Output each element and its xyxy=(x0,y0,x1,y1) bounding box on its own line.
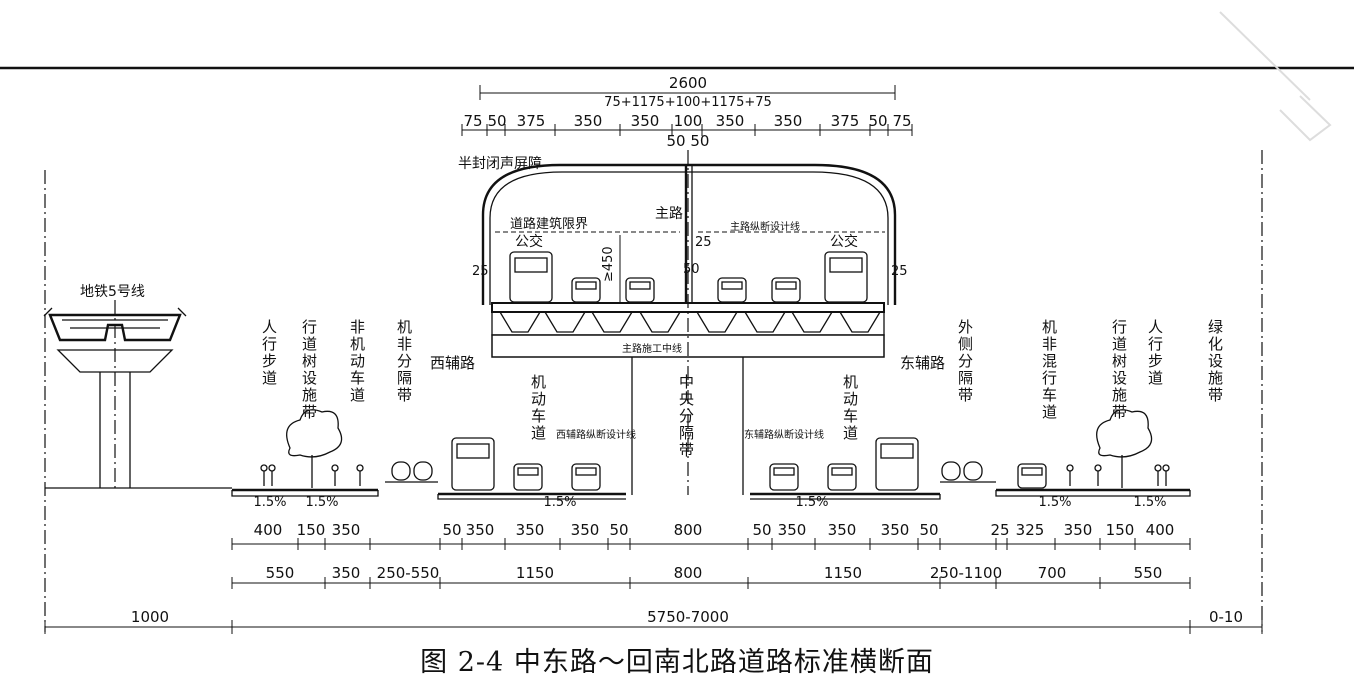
dim-row-1: 400 150 350 50 350 350 350 50 800 50 350… xyxy=(231,521,1191,550)
dim1-17: 150 xyxy=(1106,521,1135,539)
label-right-sidewalk: 人行步道 xyxy=(1148,318,1163,387)
clearance-label: 道路建筑限界 xyxy=(510,216,588,232)
top-seg-2: 50 xyxy=(487,112,506,130)
dim1-2: 350 xyxy=(332,521,361,539)
dim1-1: 150 xyxy=(297,521,326,539)
metro-viaduct: 地铁5号线 xyxy=(43,284,187,488)
noise-barrier-dome xyxy=(481,163,897,305)
profile-line-label: 主路纵断设计线 xyxy=(730,220,800,233)
slope-labels: 1.5% 1.5% 1.5% 1.5% 1.5% 1.5% xyxy=(253,495,1166,510)
dim1-4: 350 xyxy=(466,521,495,539)
dim3-1: 5750-7000 xyxy=(647,608,729,626)
offset-25-left: 25 xyxy=(472,264,489,279)
dim1-15: 325 xyxy=(1016,521,1045,539)
top-seg-7: 350 xyxy=(716,112,745,130)
dim2-0: 550 xyxy=(266,564,295,582)
top-seg-1: 75 xyxy=(463,112,482,130)
top-total-label: 2600 xyxy=(669,74,707,92)
slope-3: 1.5% xyxy=(543,495,576,510)
top-seg-11: 75 xyxy=(892,112,911,130)
top-center-label: 50 50 xyxy=(667,132,710,150)
dim1-16: 350 xyxy=(1064,521,1093,539)
slope-4: 1.5% xyxy=(795,495,828,510)
dim2-5: 1150 xyxy=(824,564,862,582)
deck-vehicles xyxy=(509,251,868,303)
dim1-12: 350 xyxy=(881,521,910,539)
bus-left-label: 公交 xyxy=(515,233,543,250)
bus-right-label: 公交 xyxy=(830,233,858,250)
tree-icon xyxy=(286,409,1153,488)
slope-2: 1.5% xyxy=(305,495,338,510)
top-formula-label: 75+1175+100+1175+75 xyxy=(604,95,772,110)
lane-labels: 人行步道 行道树设施带 非机动车道 机非分隔带 机动车道 中央分隔带 机动车道 … xyxy=(262,318,1223,459)
label-left-sidewalk: 人行步道 xyxy=(262,318,277,387)
dim3-0: 1000 xyxy=(131,608,169,626)
pier-column xyxy=(631,357,744,495)
top-seg-8: 350 xyxy=(774,112,803,130)
offset-25-right: 25 xyxy=(891,264,908,279)
top-seg-3: 375 xyxy=(517,112,546,130)
watermark-mark xyxy=(1219,11,1332,142)
dim2-6: 250-1100 xyxy=(930,564,1002,582)
top-dimensions: 2600 75+1175+100+1175+75 75 50 375 350 3… xyxy=(461,74,913,150)
pedestrian-icons xyxy=(260,464,1170,486)
label-left-nonmotor: 非机动车道 xyxy=(350,318,365,404)
label-green-belt: 绿化设施带 xyxy=(1208,318,1223,404)
main-road-label: 主路 xyxy=(655,206,683,222)
label-east-outer-sep: 外侧分隔带 xyxy=(958,318,973,404)
dim1-7: 50 xyxy=(609,521,628,539)
dim1-6: 350 xyxy=(571,521,600,539)
elevated-main-road: 半封闭声屏障 道路建筑限界 主路 主路纵断设计线 公交 公交 25 50 25 … xyxy=(458,150,908,495)
label-east-motor: 机动车道 xyxy=(843,373,858,442)
metro-label: 地铁5号线 xyxy=(80,284,145,300)
dim1-8: 800 xyxy=(674,521,703,539)
dim2-3: 1150 xyxy=(516,564,554,582)
dim2-4: 800 xyxy=(674,564,703,582)
dim2-1: 350 xyxy=(332,564,361,582)
dim1-13: 50 xyxy=(919,521,938,539)
top-seg-6: 100 xyxy=(674,112,703,130)
top-seg-4: 350 xyxy=(574,112,603,130)
dim1-14: 25 xyxy=(990,521,1009,539)
ground-vehicles xyxy=(451,437,1047,491)
slope-6: 1.5% xyxy=(1133,495,1166,510)
label-west-motor: 机动车道 xyxy=(531,373,546,442)
figure-caption: 图 2-4 中东路～回南北路道路标准横断面 xyxy=(420,647,934,678)
dim1-5: 350 xyxy=(516,521,545,539)
dim1-9: 50 xyxy=(752,521,771,539)
label-left-tree-belt: 行道树设施带 xyxy=(302,318,317,421)
top-seg-9: 375 xyxy=(831,112,860,130)
offset-25-top: 25 xyxy=(695,235,712,250)
dim3-2: 0-10 xyxy=(1209,608,1243,626)
height-label: ≥450 xyxy=(601,246,616,282)
label-east-profile: 东辅路纵断设计线 xyxy=(744,428,824,441)
top-seg-5: 350 xyxy=(631,112,660,130)
slope-1: 1.5% xyxy=(253,495,286,510)
dim1-3: 50 xyxy=(442,521,461,539)
label-west-profile: 西辅路纵断设计线 xyxy=(556,428,636,441)
dim1-10: 350 xyxy=(778,521,807,539)
label-right-tree-belt: 行道树设施带 xyxy=(1112,318,1127,421)
dim1-18: 400 xyxy=(1146,521,1175,539)
label-west-aux: 西辅路 xyxy=(430,354,475,372)
ground-roads xyxy=(231,481,1191,500)
label-median: 中央分隔带 xyxy=(679,373,694,459)
dim-row-3: 1000 5750-7000 0-10 xyxy=(44,608,1263,634)
label-east-aux: 东辅路 xyxy=(900,354,945,372)
label-left-separator: 机非分隔带 xyxy=(397,318,412,404)
slope-5: 1.5% xyxy=(1038,495,1071,510)
dim1-0: 400 xyxy=(254,521,283,539)
dim1-11: 350 xyxy=(828,521,857,539)
label-east-mixed: 机非混行车道 xyxy=(1042,318,1057,421)
shrub-icons xyxy=(391,461,983,481)
dim2-8: 550 xyxy=(1134,564,1163,582)
offset-50: 50 xyxy=(683,262,700,277)
top-seg-10: 50 xyxy=(868,112,887,130)
construction-center-label: 主路施工中线 xyxy=(622,342,682,355)
dim2-2: 250-550 xyxy=(377,564,440,582)
noise-barrier-label: 半封闭声屏障 xyxy=(458,156,542,172)
dim-row-2: 550 350 250-550 1150 800 1150 250-1100 7… xyxy=(231,564,1191,589)
dim2-7: 700 xyxy=(1038,564,1067,582)
